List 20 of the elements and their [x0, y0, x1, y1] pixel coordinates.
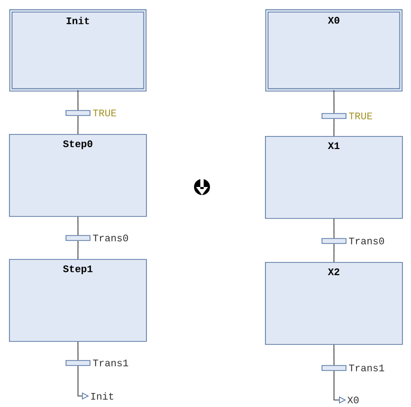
- initial-step-box: Init: [9, 9, 146, 92]
- initial-step-box: X0: [265, 9, 402, 92]
- transition-label: Trans1: [348, 364, 384, 372]
- step-box: X1: [265, 136, 403, 219]
- transition-label: Trans0: [92, 234, 128, 242]
- step-box: X2: [265, 262, 403, 345]
- jump-label: X0: [347, 396, 359, 404]
- transition-bar: [66, 360, 90, 366]
- transition-bar: [322, 238, 346, 244]
- jump-label: Init: [91, 392, 114, 400]
- transition-bar: [66, 235, 90, 241]
- transition-label: TRUE: [348, 112, 372, 120]
- transition-bar: [322, 365, 346, 371]
- transition-label: Trans0: [348, 238, 384, 244]
- step-box: Step0: [9, 134, 147, 217]
- transition-bar: [66, 110, 90, 116]
- transition-label: Trans1: [92, 360, 128, 366]
- transition-label: TRUE: [92, 110, 116, 116]
- step-box: Step1: [9, 259, 147, 342]
- transition-bar: [322, 113, 346, 119]
